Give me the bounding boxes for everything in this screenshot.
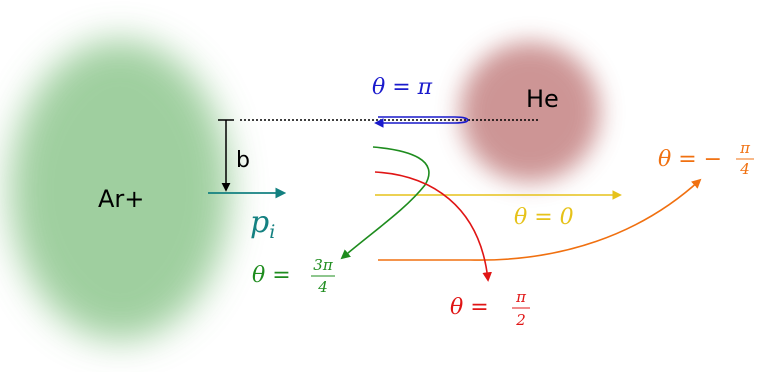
angle-label-minus-quarter: θ = − π 4 [658, 139, 754, 178]
momentum-label: pi [250, 205, 275, 243]
angle-label-three-quarter: θ = 3π 4 [252, 256, 335, 296]
angle-label-half: θ = π 2 [450, 288, 530, 329]
trajectory-theta-three-quarter [342, 147, 429, 258]
he-atom-label: He [526, 85, 559, 113]
svg-text:θ =: θ = [450, 295, 489, 320]
svg-text:3π: 3π [313, 256, 334, 274]
svg-text:θ = −: θ = − [658, 147, 722, 172]
impact-parameter-label: b [236, 148, 250, 173]
svg-text:π: π [515, 288, 527, 306]
svg-text:4: 4 [739, 160, 750, 178]
ar-ion-label: Ar+ [98, 185, 144, 213]
angle-label-pi: θ = π [372, 75, 433, 100]
svg-text:θ =: θ = [252, 263, 291, 288]
svg-text:4: 4 [317, 278, 328, 296]
trajectory-theta-half [375, 172, 488, 280]
svg-text:π: π [739, 139, 751, 157]
angle-label-zero: θ = 0 [514, 205, 574, 230]
svg-text:2: 2 [515, 311, 526, 329]
